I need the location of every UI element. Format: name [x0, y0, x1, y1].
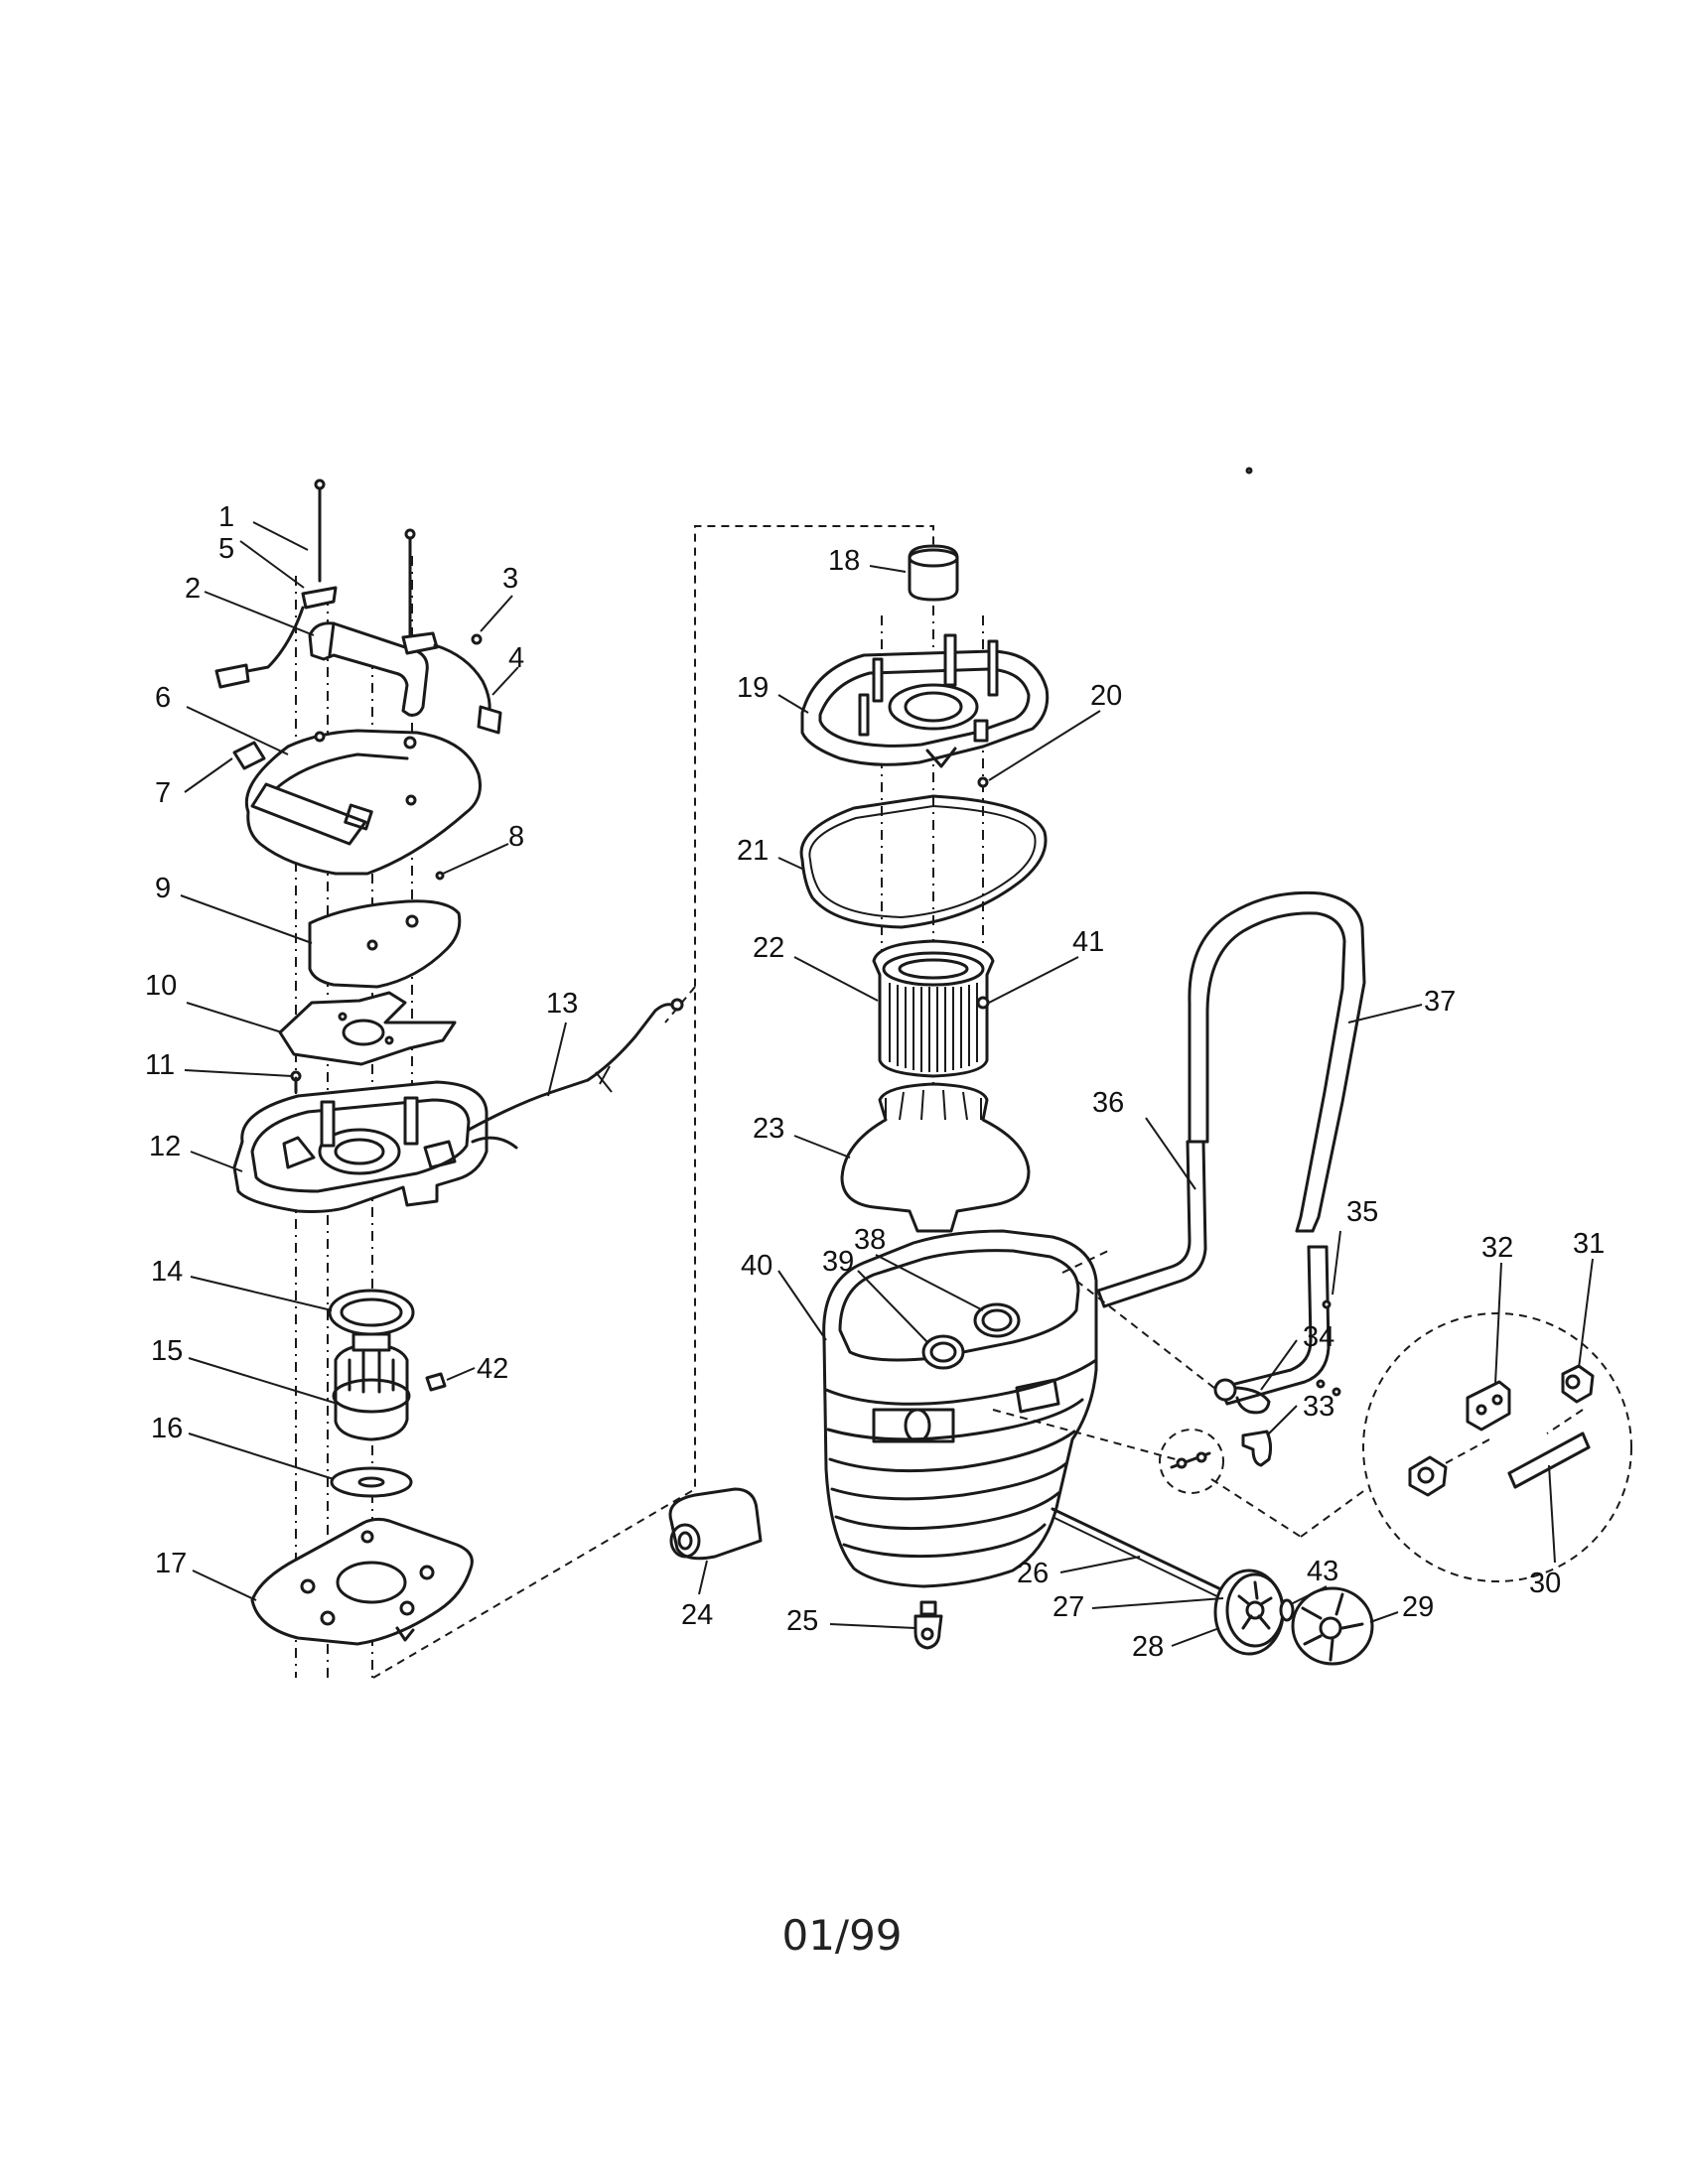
filter-tank-assembly — [668, 544, 1374, 1666]
callout-32: 32 — [1481, 1232, 1513, 1264]
callout-29: 29 — [1402, 1591, 1434, 1623]
callout-7: 7 — [155, 777, 171, 809]
callout-43: 43 — [1307, 1556, 1338, 1587]
power-head-assembly — [214, 478, 934, 1679]
callout-28: 28 — [1132, 1631, 1164, 1663]
callout-39: 39 — [822, 1246, 854, 1278]
callout-9: 9 — [155, 873, 171, 904]
callout-34: 34 — [1303, 1321, 1334, 1353]
callout-14: 14 — [151, 1256, 183, 1288]
callout-18: 18 — [828, 545, 860, 577]
callout-20: 20 — [1090, 680, 1122, 712]
stray-mark — [1245, 467, 1253, 475]
callout-5: 5 — [218, 533, 234, 565]
callout-27: 27 — [1052, 1591, 1084, 1623]
callout-13: 13 — [546, 988, 578, 1020]
callout-21: 21 — [737, 835, 769, 867]
callout-41: 41 — [1072, 926, 1104, 958]
callout-8: 8 — [508, 821, 524, 853]
callout-19: 19 — [737, 672, 769, 704]
callout-10: 10 — [145, 970, 177, 1002]
callout-25: 25 — [786, 1605, 818, 1637]
callout-24: 24 — [681, 1599, 713, 1631]
callout-36: 36 — [1092, 1087, 1124, 1119]
callout-40: 40 — [741, 1250, 772, 1282]
callout-12: 12 — [149, 1131, 181, 1162]
callout-35: 35 — [1346, 1196, 1378, 1228]
callout-11: 11 — [145, 1049, 175, 1081]
callout-31: 31 — [1573, 1228, 1605, 1260]
callout-labels: 1 5 2 3 4 6 7 8 9 10 11 12 13 14 15 42 1… — [145, 501, 1605, 1663]
callout-17: 17 — [155, 1548, 187, 1579]
callout-1: 1 — [218, 501, 234, 533]
callout-6: 6 — [155, 682, 171, 714]
callout-2: 2 — [185, 573, 201, 605]
callout-26: 26 — [1017, 1558, 1049, 1589]
callout-38: 38 — [854, 1224, 886, 1256]
callout-33: 33 — [1303, 1391, 1334, 1423]
callout-37: 37 — [1424, 986, 1456, 1018]
axle-detail-inset — [1300, 1312, 1632, 1582]
callout-15: 15 — [151, 1335, 183, 1367]
callout-23: 23 — [753, 1113, 784, 1145]
callout-3: 3 — [502, 563, 518, 595]
revision-date-code: 01/99 — [781, 1911, 903, 1960]
leader-lines — [180, 521, 1594, 1647]
callout-4: 4 — [508, 642, 524, 674]
callout-42: 42 — [477, 1353, 508, 1385]
callout-22: 22 — [753, 932, 784, 964]
callout-16: 16 — [151, 1413, 183, 1444]
callout-30: 30 — [1529, 1568, 1561, 1599]
